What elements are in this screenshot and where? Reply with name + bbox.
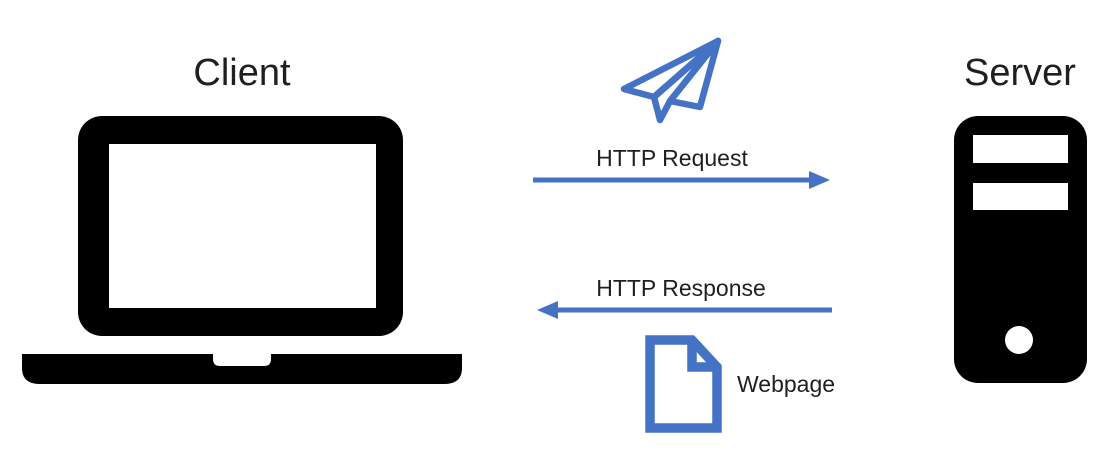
http-response-label: HTTP Response — [596, 275, 766, 301]
webpage-label: Webpage — [737, 371, 836, 397]
server-label: Server — [964, 52, 1076, 94]
http-request-label: HTTP Request — [596, 145, 748, 171]
document-page-icon — [645, 335, 722, 433]
client-label: Client — [193, 52, 291, 94]
laptop-icon — [22, 116, 462, 384]
paper-plane-icon — [620, 37, 722, 124]
arrow-left-icon — [537, 301, 832, 319]
arrow-right-icon — [533, 171, 830, 189]
server-tower-icon — [954, 116, 1087, 383]
